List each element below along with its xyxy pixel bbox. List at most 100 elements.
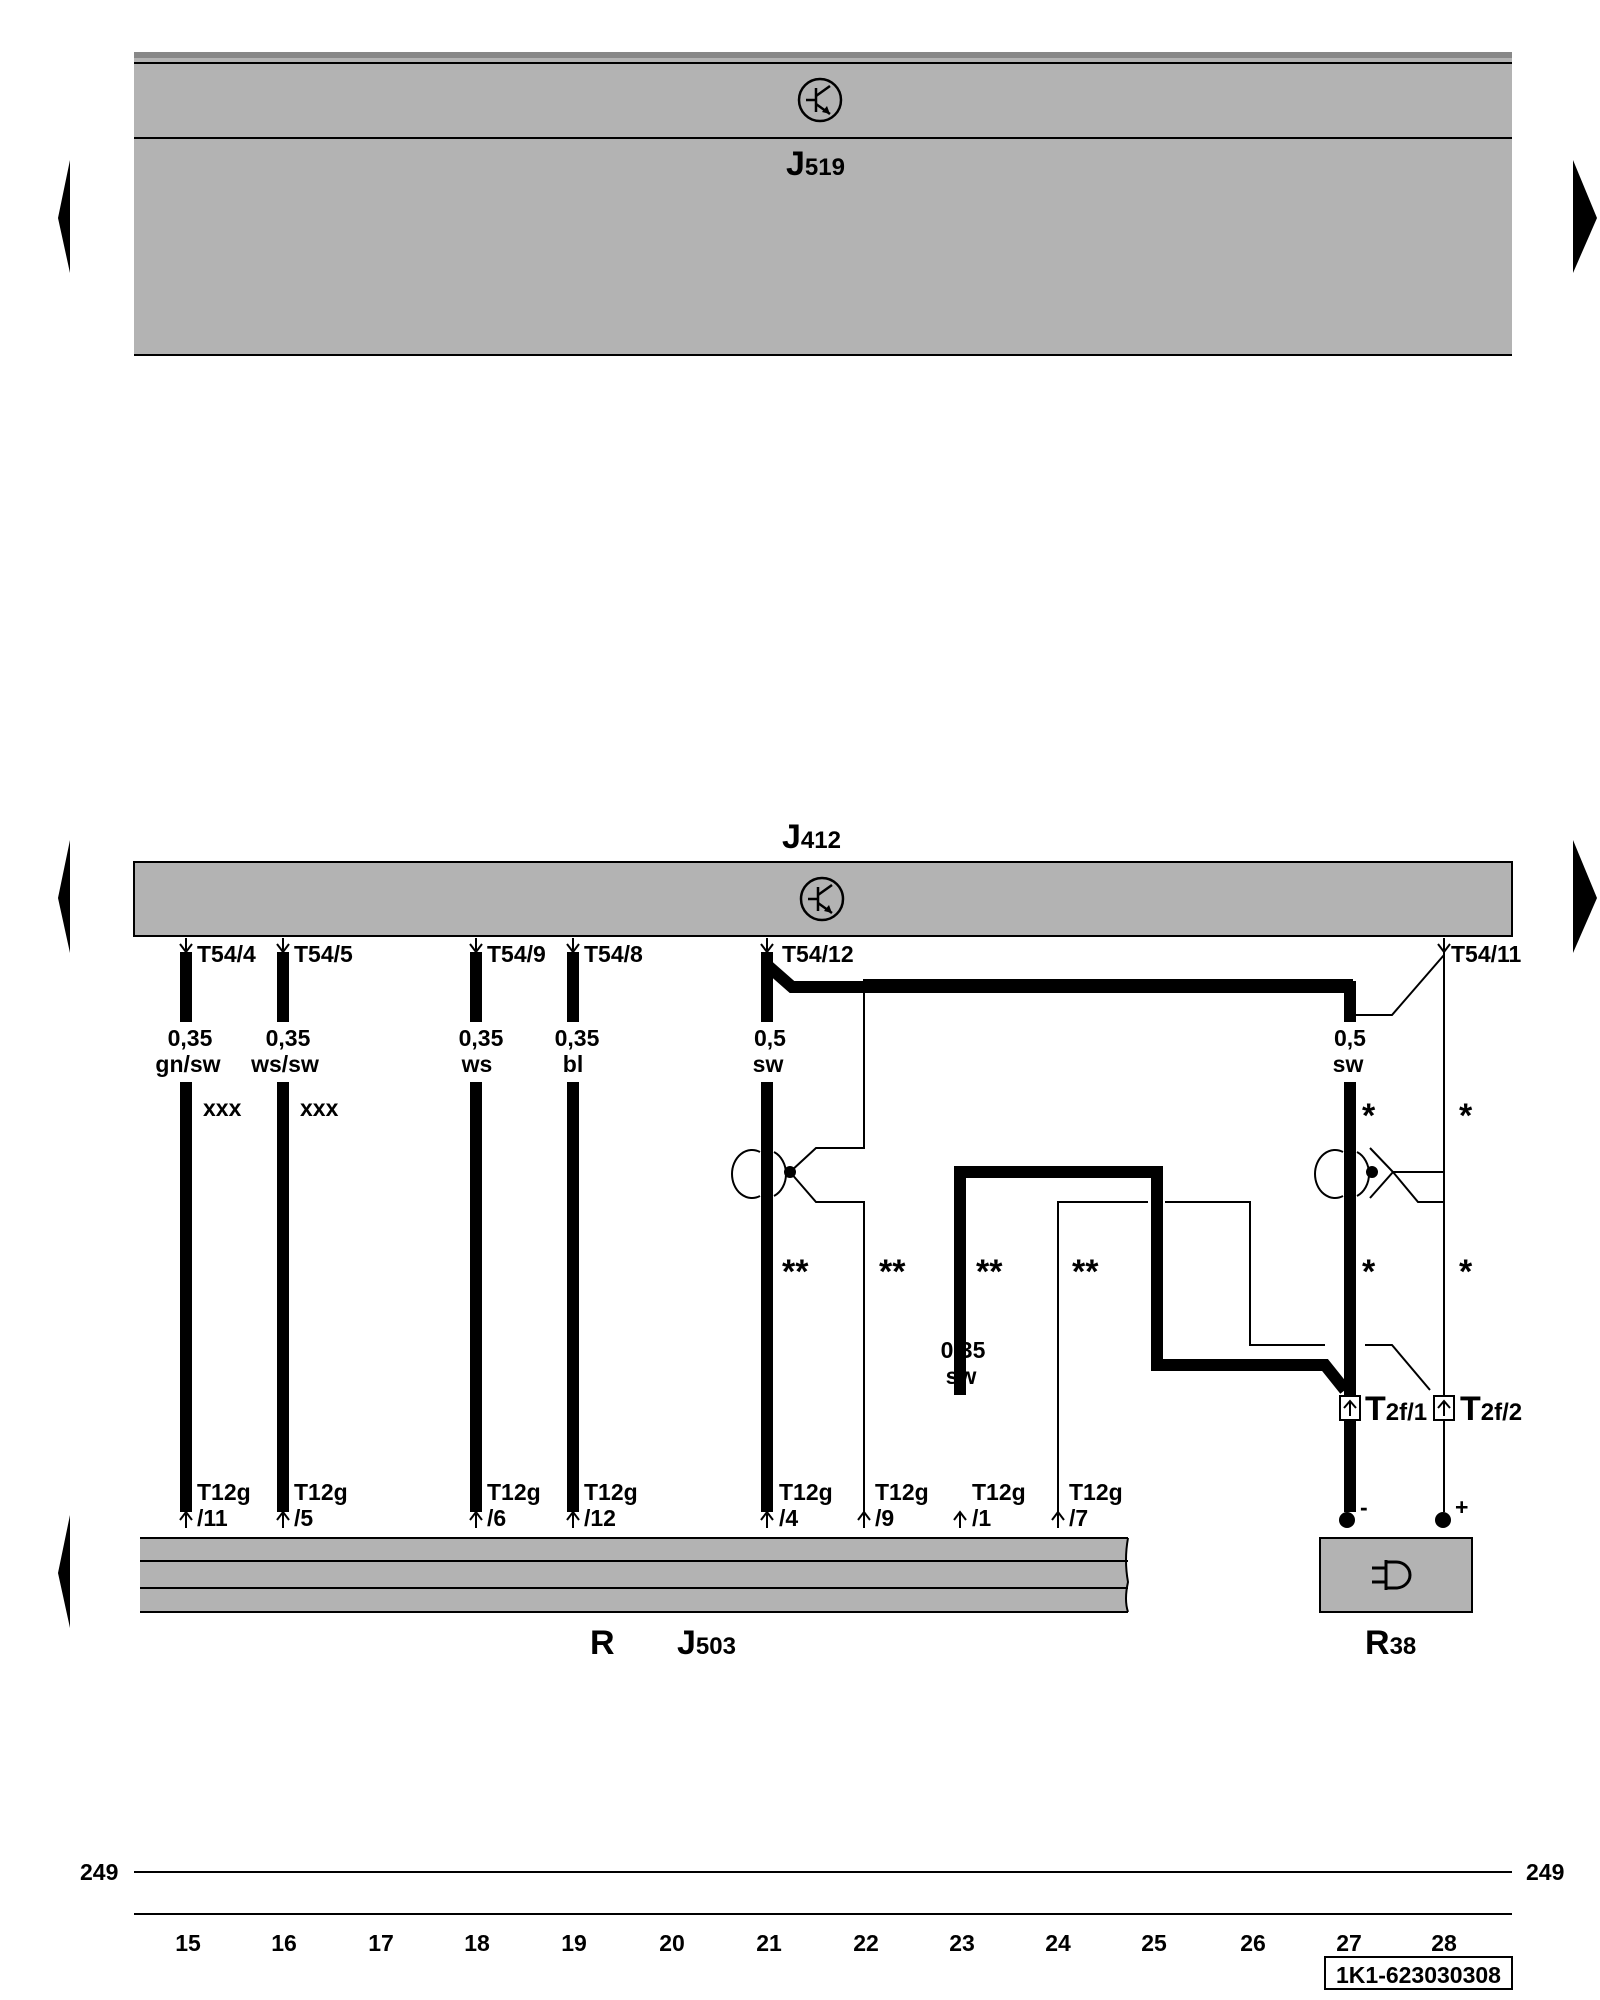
- svg-text:15: 15: [175, 1930, 201, 1956]
- svg-text:19: 19: [561, 1930, 587, 1956]
- thick-wires: [180, 952, 1356, 1512]
- component-label-j519: J519: [786, 145, 845, 183]
- svg-text:ws/sw: ws/sw: [250, 1051, 319, 1077]
- pin-label-t54-11: T54/11: [1451, 941, 1522, 967]
- wire-shield-r2: [1392, 1171, 1444, 1203]
- svg-text:0,35: 0,35: [459, 1025, 504, 1051]
- prev-page-arrow-middle[interactable]: [58, 840, 70, 953]
- svg-text:21: 21: [756, 1930, 782, 1956]
- radio-unit-j503: [140, 1537, 1130, 1613]
- wire-t54-11-diag: [1353, 954, 1445, 1016]
- svg-text:16: 16: [271, 1930, 297, 1956]
- svg-text:17: 17: [368, 1930, 394, 1956]
- wire-to-plus: [1365, 1344, 1431, 1391]
- polarity-plus: +: [1455, 1494, 1468, 1520]
- svg-text:0,35: 0,35: [941, 1337, 986, 1363]
- component-label-r: R: [590, 1624, 615, 1662]
- svg-text:T12g: T12g: [779, 1479, 833, 1505]
- svg-text:T12g: T12g: [197, 1479, 251, 1505]
- svg-text:/12: /12: [584, 1505, 616, 1531]
- marker-star: *: [1362, 1253, 1376, 1291]
- wire-cross-1: [1165, 1201, 1325, 1346]
- svg-text:T12g: T12g: [972, 1479, 1026, 1505]
- component-label-r38: R38: [1365, 1624, 1416, 1662]
- pin-label-t54-9: T54/9: [487, 941, 546, 967]
- svg-text:ws: ws: [461, 1051, 493, 1077]
- svg-text:T12g: T12g: [294, 1479, 348, 1505]
- ground-number-right: 249: [1526, 1859, 1564, 1885]
- wire-labels: 0,35 gn/sw 0,35 ws/sw 0,35 ws 0,35 bl 0,…: [155, 1025, 1366, 1389]
- connector-label-t2f-2: T2f/2: [1460, 1390, 1522, 1428]
- prev-page-arrow-bottom[interactable]: [58, 1515, 70, 1628]
- svg-text:T12g: T12g: [487, 1479, 541, 1505]
- svg-text:24: 24: [1045, 1930, 1071, 1956]
- svg-text:18: 18: [464, 1930, 490, 1956]
- svg-text:/5: /5: [294, 1505, 313, 1531]
- svg-text:/11: /11: [197, 1505, 228, 1531]
- speaker-r38: [1319, 1512, 1473, 1613]
- svg-text:0,35: 0,35: [266, 1025, 311, 1051]
- wire-shield-r: [1369, 1147, 1444, 1199]
- svg-text:23: 23: [949, 1930, 975, 1956]
- svg-text:sw: sw: [946, 1363, 977, 1389]
- shield-icon: [731, 1149, 1378, 1199]
- svg-text:0,5: 0,5: [1334, 1025, 1366, 1051]
- marker-xxx: xxx: [300, 1095, 339, 1121]
- svg-text:0,5: 0,5: [754, 1025, 786, 1051]
- svg-text:/9: /9: [875, 1505, 894, 1531]
- svg-text:sw: sw: [1333, 1051, 1364, 1077]
- svg-text:/6: /6: [487, 1505, 506, 1531]
- svg-text:T12g: T12g: [1069, 1479, 1123, 1505]
- wire-pin1: [954, 1166, 1350, 1395]
- marker-double-star: **: [879, 1253, 906, 1291]
- connector-label-t2f-1: T2f/1: [1365, 1390, 1427, 1428]
- next-page-arrow-middle[interactable]: [1573, 840, 1597, 953]
- svg-text:27: 27: [1336, 1930, 1362, 1956]
- pin-markers-bottom: [179, 1510, 1065, 1528]
- wire-pin9-shield: [788, 979, 1353, 1512]
- svg-text:/7: /7: [1069, 1505, 1088, 1531]
- wire-shield-loop: [763, 960, 1356, 1512]
- marker-star: *: [1459, 1097, 1473, 1135]
- svg-text:sw: sw: [753, 1051, 784, 1077]
- connector-t2f: [1339, 1395, 1455, 1421]
- svg-text:28: 28: [1431, 1930, 1457, 1956]
- wire-pin7: [1057, 1201, 1148, 1512]
- pin-label-t54-5: T54/5: [294, 941, 353, 967]
- column-numbers: 15 16 17 18 19 20 21 22 23 24 25 26 27 2…: [175, 1930, 1457, 1956]
- doc-id-box: [1324, 1956, 1513, 1990]
- marker-star: *: [1362, 1097, 1376, 1135]
- marker-xxx: xxx: [203, 1095, 242, 1121]
- ground-number-left: 249: [80, 1859, 118, 1885]
- pin-label-t54-4: T54/4: [197, 941, 256, 967]
- marker-double-star: **: [976, 1253, 1003, 1291]
- svg-text:0,35: 0,35: [555, 1025, 600, 1051]
- marker-star: *: [1459, 1253, 1473, 1291]
- svg-text:25: 25: [1141, 1930, 1167, 1956]
- doc-id: 1K1-623030308: [1336, 1962, 1501, 1988]
- speaker-icon: [1372, 1560, 1412, 1590]
- svg-text:T12g: T12g: [584, 1479, 638, 1505]
- bottom-pin-labels: T12g /11 T12g /5 T12g /6 T12g /12 T12g /…: [197, 1479, 1123, 1531]
- transistor-icon: [797, 77, 843, 123]
- svg-text:20: 20: [659, 1930, 685, 1956]
- marker-double-star: **: [782, 1253, 809, 1291]
- svg-text:22: 22: [853, 1930, 879, 1956]
- next-page-arrow-top[interactable]: [1573, 160, 1597, 273]
- svg-text:bl: bl: [563, 1051, 583, 1077]
- svg-text:T12g: T12g: [875, 1479, 929, 1505]
- svg-text:gn/sw: gn/sw: [155, 1051, 220, 1077]
- component-label-j412: J412: [782, 818, 841, 856]
- svg-text:0,35: 0,35: [168, 1025, 213, 1051]
- svg-text:/1: /1: [972, 1505, 991, 1531]
- pin-label-t54-12: T54/12: [782, 941, 854, 967]
- component-label-j503: J503: [677, 1624, 736, 1662]
- polarity-minus: -: [1360, 1494, 1368, 1520]
- prev-page-arrow-top[interactable]: [58, 160, 70, 273]
- svg-text:26: 26: [1240, 1930, 1266, 1956]
- marker-double-star: **: [1072, 1253, 1099, 1291]
- transistor-icon: [799, 876, 845, 922]
- control-unit-j412: [133, 861, 1513, 937]
- control-unit-j519: J519: [134, 52, 1512, 356]
